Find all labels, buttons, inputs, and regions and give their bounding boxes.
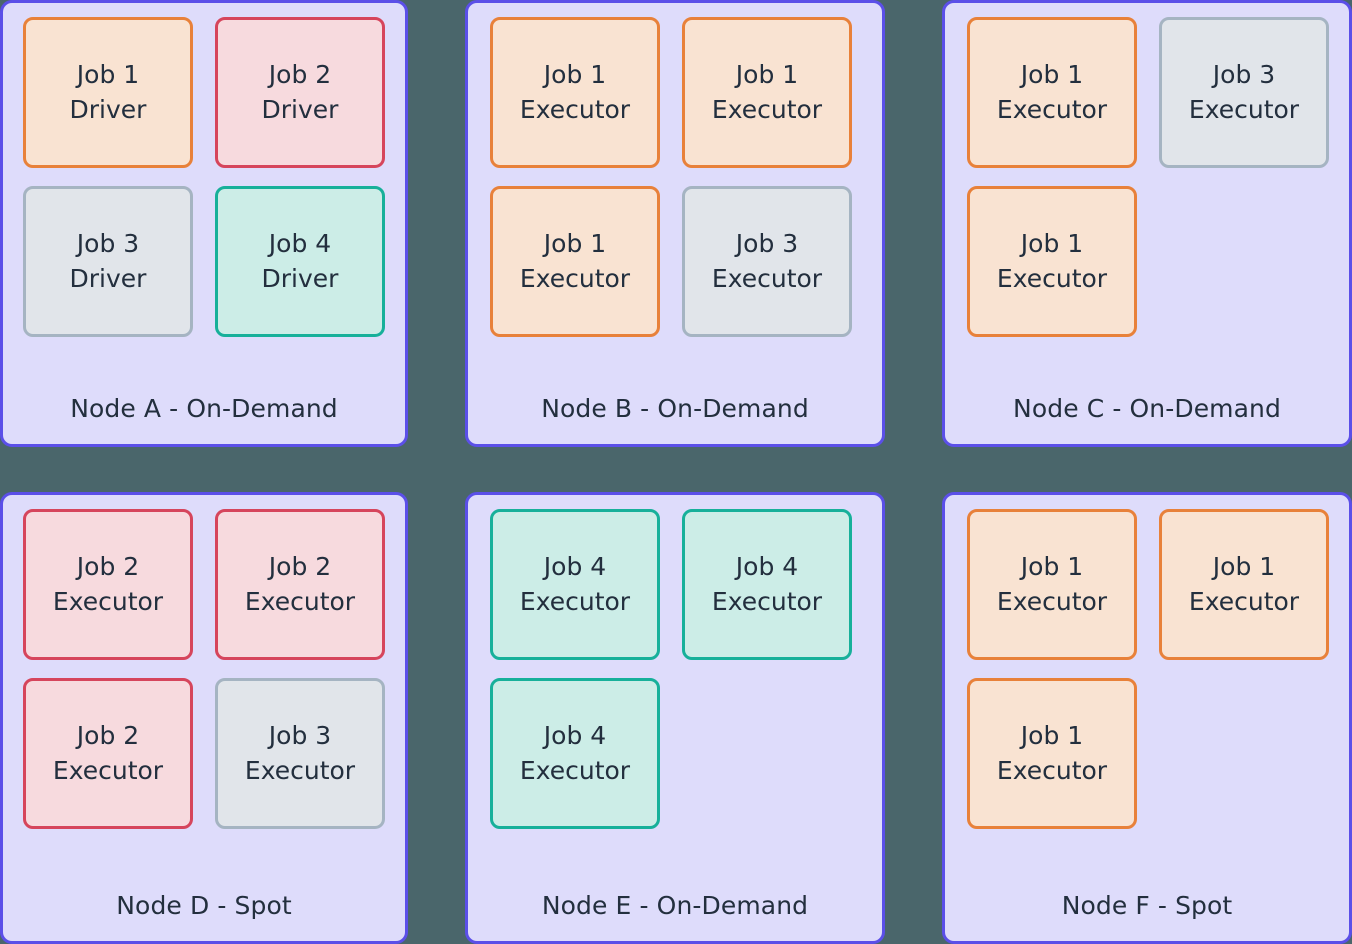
job-card-role-label: Executor <box>1188 94 1300 124</box>
job-card[interactable]: Job 4 Executor <box>490 509 660 660</box>
node-label-d: Node D - Spot <box>116 891 292 920</box>
job-card[interactable]: Job 1 Executor <box>1159 509 1329 660</box>
job-card-role-label: Executor <box>996 586 1108 616</box>
job-card[interactable]: Job 3 Driver <box>23 186 193 337</box>
job-card-job-label: Job 4 <box>543 721 607 751</box>
job-card[interactable]: Job 1 Executor <box>967 17 1137 168</box>
job-card-job-label: Job 1 <box>1020 721 1084 751</box>
job-card-job-label: Job 1 <box>76 60 140 90</box>
job-card-job-label: Job 1 <box>735 60 799 90</box>
node-label-a: Node A - On-Demand <box>70 394 338 423</box>
job-card[interactable]: Job 3 Executor <box>215 678 385 829</box>
job-card-role-label: Executor <box>711 586 823 616</box>
job-card-role-label: Executor <box>519 586 631 616</box>
job-card[interactable]: Job 3 Executor <box>1159 17 1329 168</box>
job-card-job-label: Job 3 <box>735 229 799 259</box>
job-card-job-label: Job 1 <box>1020 60 1084 90</box>
node-label-f: Node F - Spot <box>1061 891 1233 920</box>
job-card-role-label: Executor <box>996 94 1108 124</box>
job-card[interactable]: Job 4 Driver <box>215 186 385 337</box>
job-card-job-label: Job 1 <box>543 60 607 90</box>
job-card-job-label: Job 2 <box>76 552 140 582</box>
job-card-role-label: Executor <box>1188 586 1300 616</box>
job-card-job-label: Job 1 <box>543 229 607 259</box>
job-card-role-label: Executor <box>711 94 823 124</box>
job-card-role-label: Executor <box>711 263 823 293</box>
job-card-role-label: Driver <box>69 94 147 124</box>
job-card-job-label: Job 4 <box>735 552 799 582</box>
job-card-job-label: Job 3 <box>1212 60 1276 90</box>
node-label-c: Node C - On-Demand <box>1013 394 1281 423</box>
job-card-job-label: Job 4 <box>543 552 607 582</box>
node-label-b: Node B - On-Demand <box>541 394 809 423</box>
job-card[interactable]: Job 2 Executor <box>215 509 385 660</box>
job-card[interactable]: Job 2 Driver <box>215 17 385 168</box>
job-card-role-label: Executor <box>244 755 356 785</box>
job-card-role-label: Executor <box>519 94 631 124</box>
job-card-job-label: Job 1 <box>1020 552 1084 582</box>
job-card-job-label: Job 1 <box>1212 552 1276 582</box>
job-card-role-label: Executor <box>519 755 631 785</box>
job-card-role-label: Executor <box>52 755 164 785</box>
job-card-job-label: Job 2 <box>268 552 332 582</box>
job-card[interactable]: Job 1 Executor <box>967 678 1137 829</box>
node-label-e: Node E - On-Demand <box>541 891 809 920</box>
job-card-role-label: Executor <box>996 755 1108 785</box>
job-card-job-label: Job 3 <box>268 721 332 751</box>
job-card[interactable]: Job 4 Executor <box>490 678 660 829</box>
job-card-job-label: Job 2 <box>76 721 140 751</box>
job-card-role-label: Executor <box>519 263 631 293</box>
job-card[interactable]: Job 1 Driver <box>23 17 193 168</box>
job-card[interactable]: Job 2 Executor <box>23 509 193 660</box>
job-card-role-label: Driver <box>69 263 147 293</box>
job-card[interactable]: Job 4 Executor <box>682 509 852 660</box>
job-card-job-label: Job 4 <box>268 229 332 259</box>
job-card[interactable]: Job 1 Executor <box>967 186 1137 337</box>
job-card[interactable]: Job 1 Executor <box>967 509 1137 660</box>
job-card[interactable]: Job 1 Executor <box>490 17 660 168</box>
job-card-role-label: Executor <box>52 586 164 616</box>
job-card[interactable]: Job 1 Executor <box>490 186 660 337</box>
job-card[interactable]: Job 3 Executor <box>682 186 852 337</box>
job-card[interactable]: Job 1 Executor <box>682 17 852 168</box>
job-card-role-label: Executor <box>244 586 356 616</box>
job-card-role-label: Driver <box>261 263 339 293</box>
job-card-role-label: Executor <box>996 263 1108 293</box>
job-card-job-label: Job 2 <box>268 60 332 90</box>
job-card-role-label: Driver <box>261 94 339 124</box>
job-card-job-label: Job 1 <box>1020 229 1084 259</box>
job-card[interactable]: Job 2 Executor <box>23 678 193 829</box>
job-card-job-label: Job 3 <box>76 229 140 259</box>
